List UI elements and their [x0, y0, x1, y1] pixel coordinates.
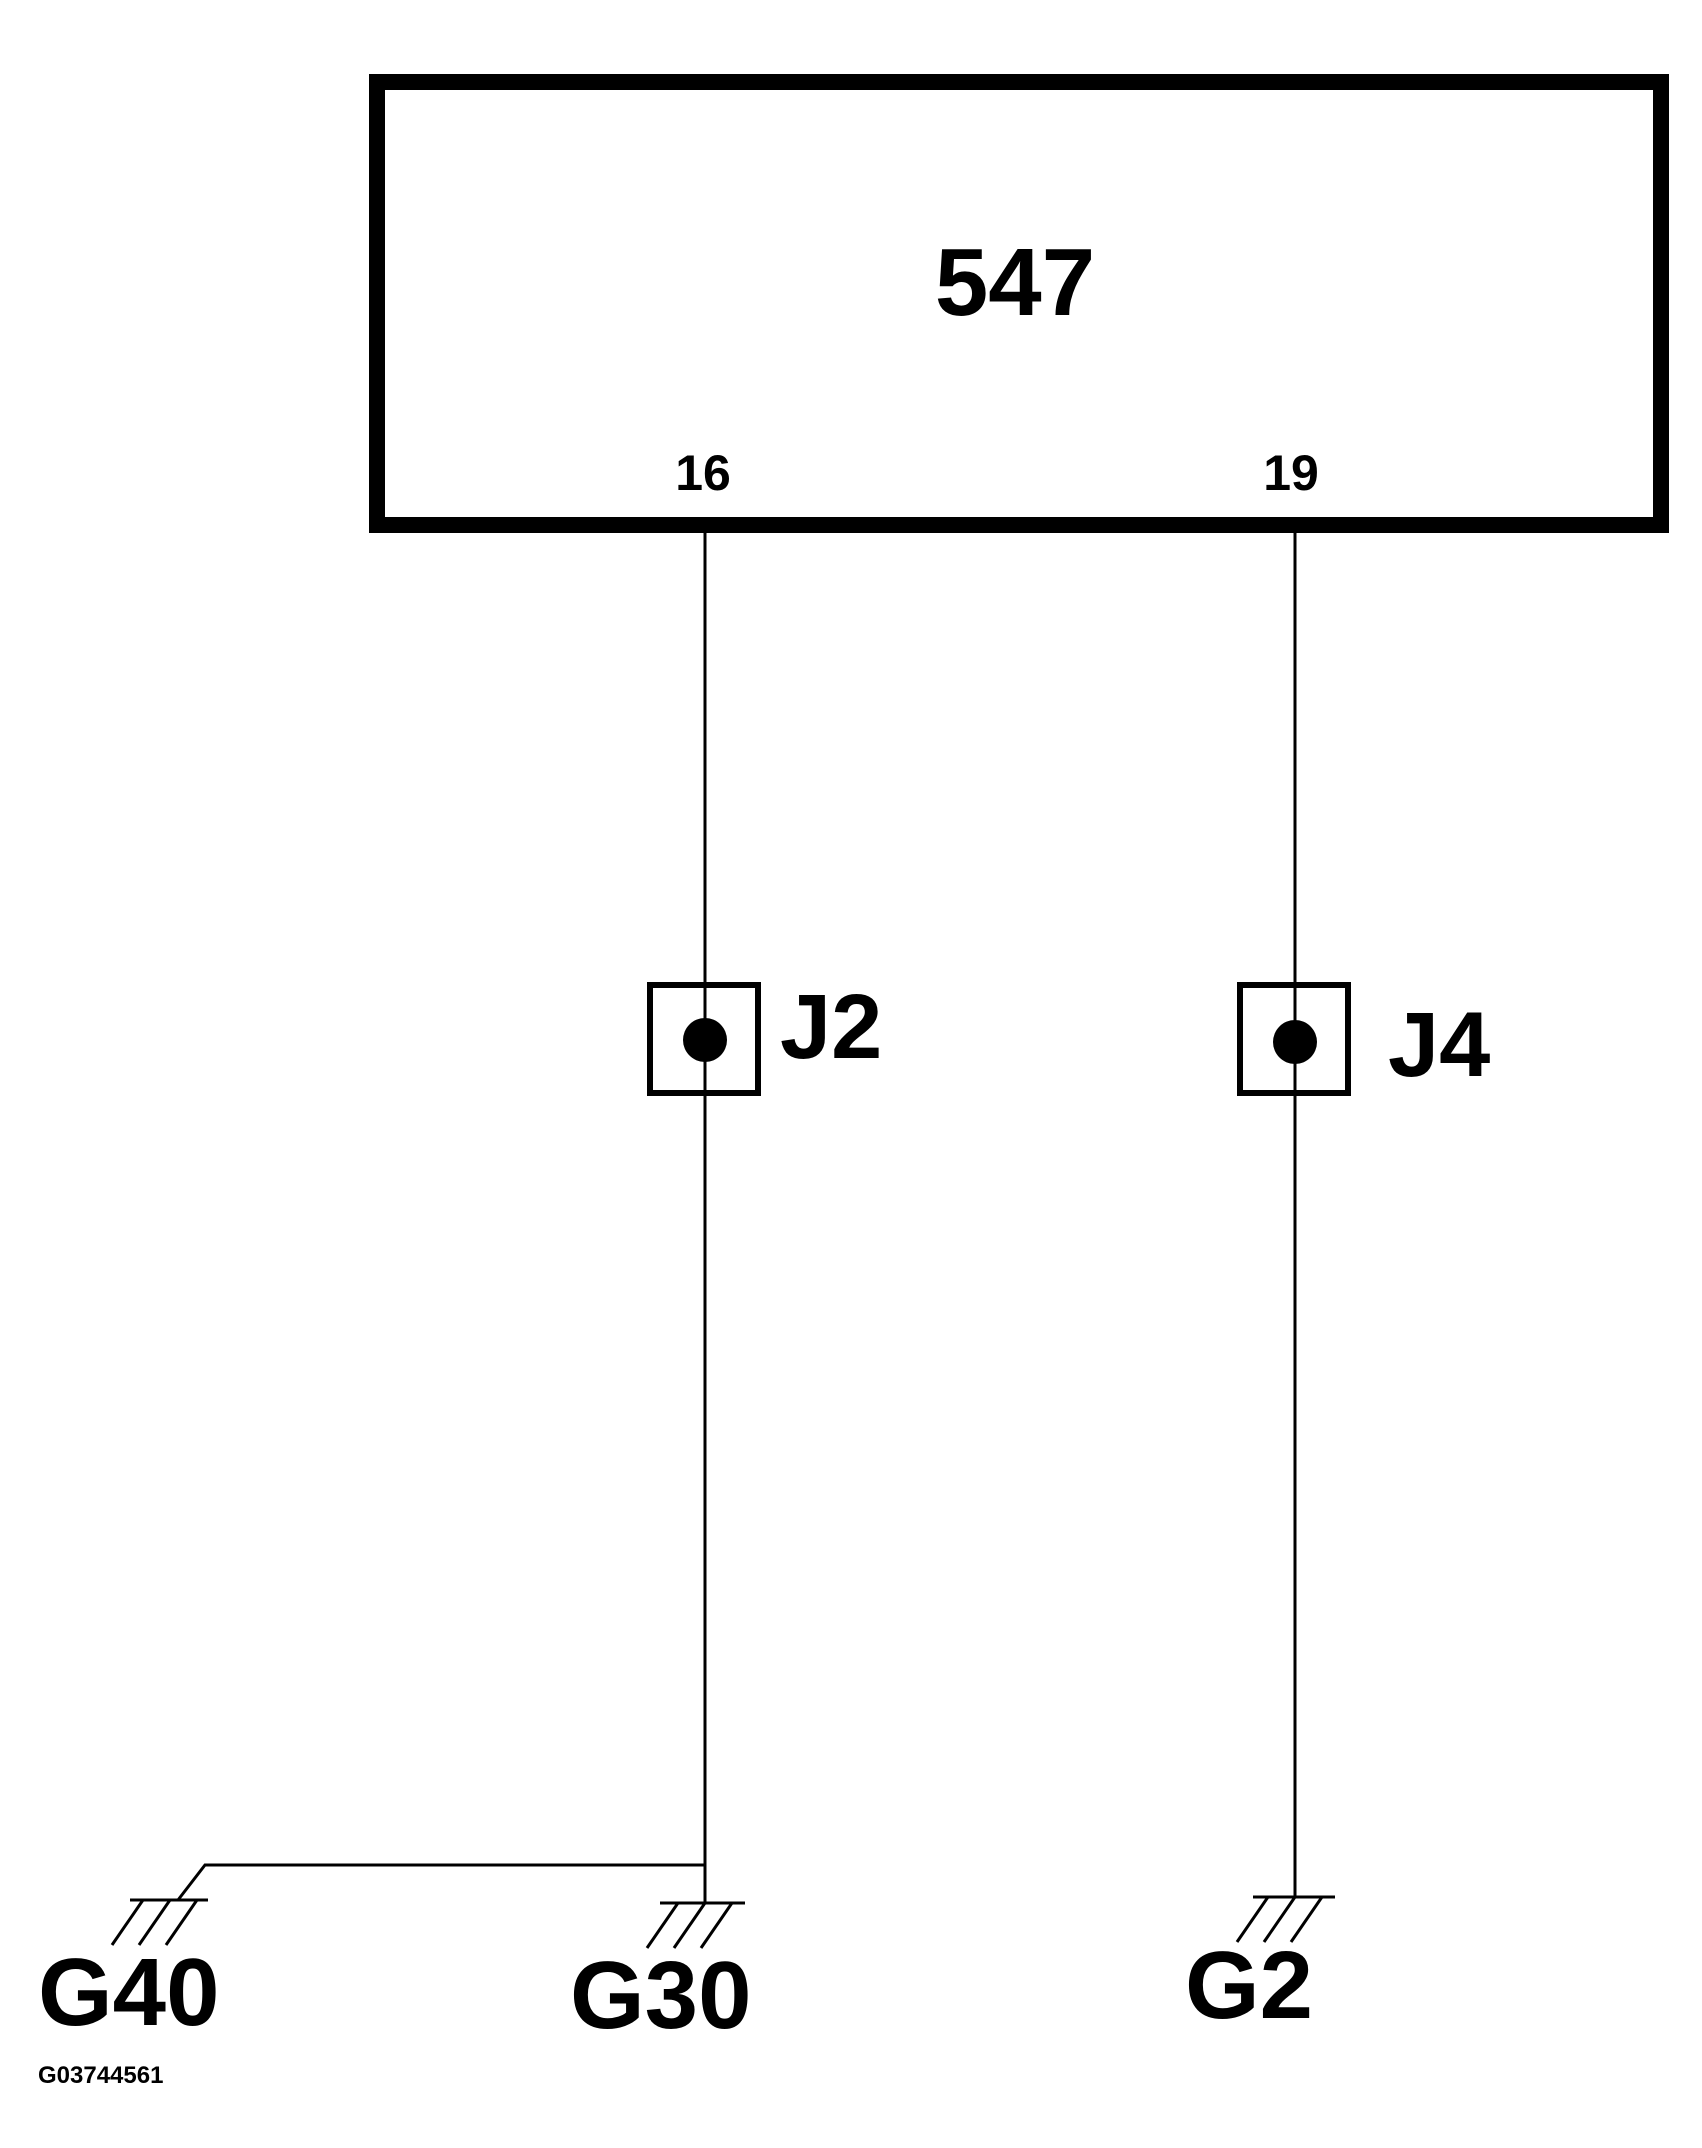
ground-g30-label: G30: [570, 1942, 751, 2049]
connector-j2-box: [647, 982, 761, 1096]
ground-symbol-icon: [1235, 1895, 1335, 1943]
connector-j2-dot: [683, 1018, 727, 1062]
connector-j4-dot: [1273, 1020, 1317, 1064]
module-label: 547: [935, 229, 1095, 336]
module-547: 547 16 19: [369, 74, 1669, 533]
module-box: [369, 74, 1669, 533]
ground-symbol-icon: [110, 1898, 208, 1946]
figure-code: G03744561: [38, 2062, 163, 2089]
connector-j2-label: J2: [780, 976, 882, 1078]
pin-19-label: 19: [1263, 445, 1319, 501]
connector-j4-box: [1237, 982, 1351, 1096]
connector-j2: J2: [647, 976, 882, 1096]
ground-g2-label: G2: [1185, 1932, 1313, 2039]
wire-branch-g40: [176, 1863, 705, 1901]
ground-g2: G2: [1185, 1895, 1335, 2039]
pin-16-label: 16: [675, 445, 731, 501]
ground-symbol-icon: [645, 1901, 745, 1949]
connector-j4: J4: [1237, 982, 1490, 1096]
ground-g40-label: G40: [38, 1939, 219, 2046]
ground-g40: G40: [38, 1898, 219, 2046]
ground-g30: G30: [570, 1901, 751, 2049]
connector-j4-label: J4: [1388, 994, 1490, 1096]
